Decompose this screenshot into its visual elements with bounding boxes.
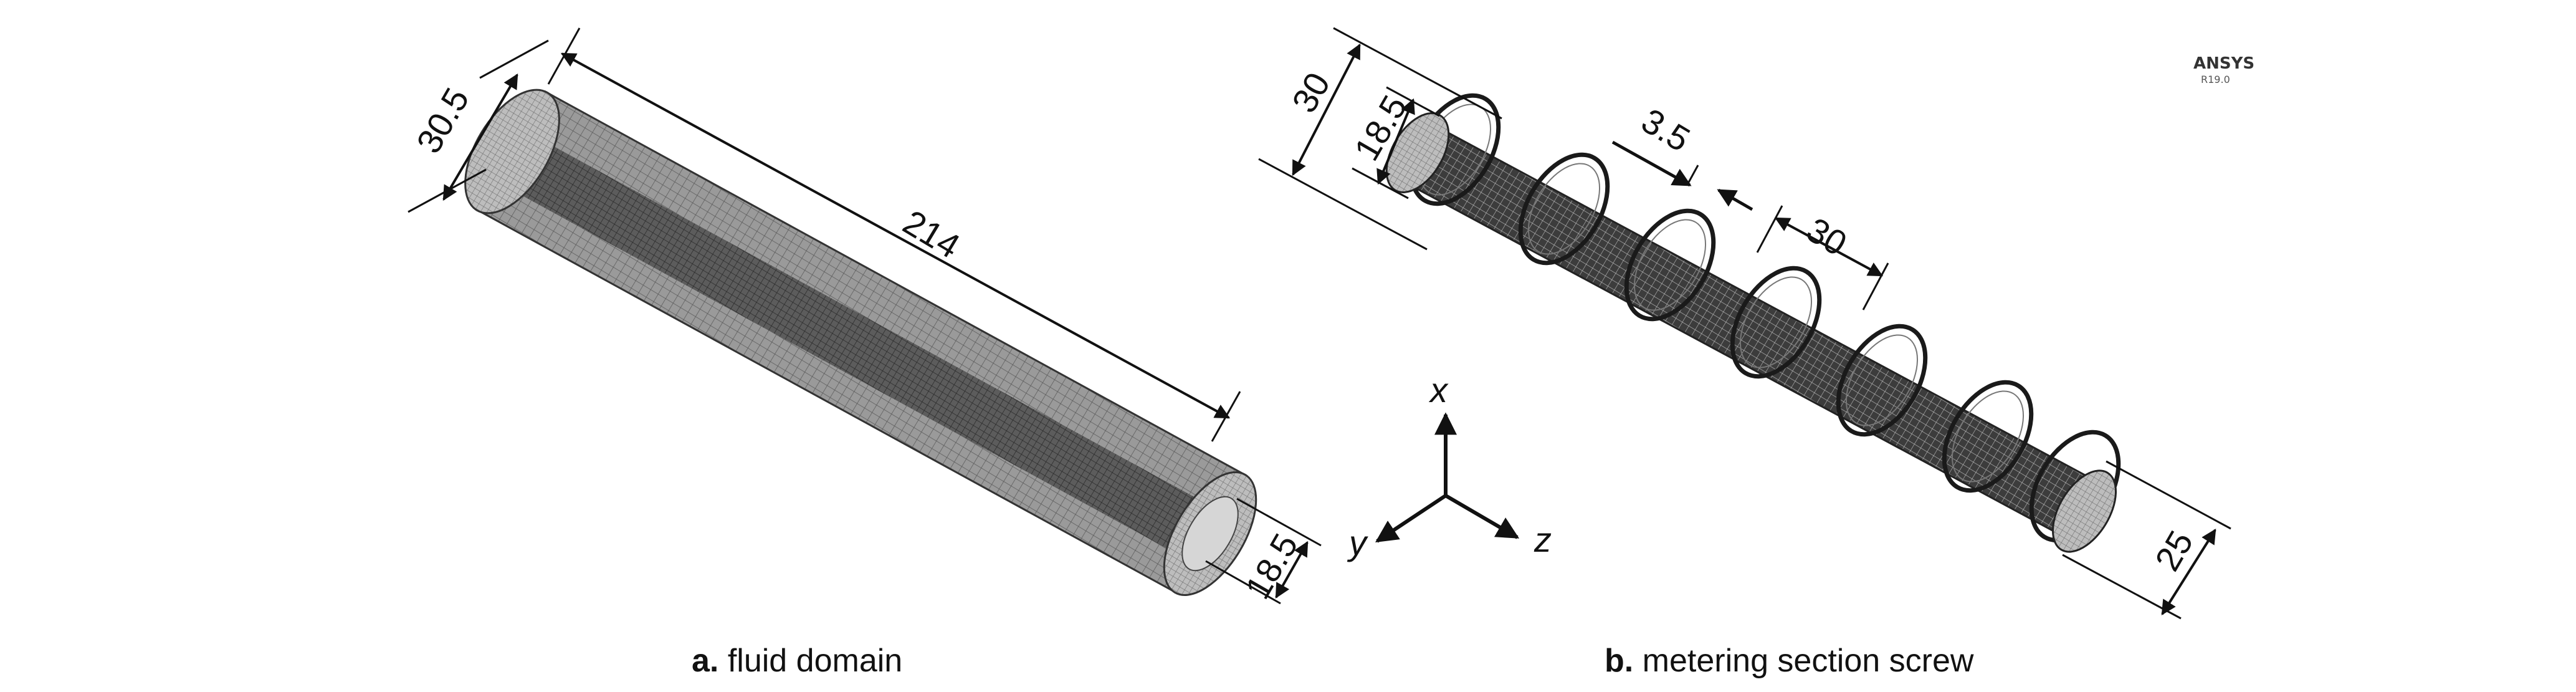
caption-screw: b. metering section screw — [1605, 642, 1973, 680]
label-flight-width: 3.5 — [1635, 100, 1697, 159]
caption-b-text: metering section screw — [1642, 643, 1974, 679]
dimension-flight-width: 3.5 — [1611, 100, 1753, 211]
axis-x-label: x — [1428, 370, 1449, 410]
label-outer-diameter: 30.5 — [409, 81, 477, 160]
caption-a-text: fluid domain — [727, 643, 903, 679]
caption-a-letter: a. — [692, 643, 719, 679]
caption-fluid-domain: a. fluid domain — [692, 642, 902, 680]
axes-triad: x y z — [1347, 370, 1552, 562]
label-screw-outer: 30 — [1284, 66, 1338, 119]
caption-b-letter: b. — [1605, 643, 1634, 679]
ansys-logo: ANSYS R19.0 — [2193, 54, 2254, 85]
screw-shaft — [1400, 123, 2102, 541]
logo-brand: ANSYS — [2193, 54, 2254, 73]
screw-front-end — [2051, 469, 2117, 553]
screw-panel: 30 18.5 3.5 30 25 — [1258, 27, 2254, 620]
fluid-domain-panel: 30.5 214 18.5 — [408, 27, 1322, 605]
axis-y-label: y — [1347, 523, 1368, 562]
axis-z-label: z — [1534, 520, 1552, 559]
screw-flight-outlines — [1418, 103, 2025, 483]
label-screw-end: 25 — [2147, 524, 2201, 577]
label-length: 214 — [897, 202, 967, 266]
dimension-pitch: 30 — [1756, 205, 1889, 310]
fluid-domain-front-bore — [1181, 496, 1239, 572]
logo-version: R19.0 — [2201, 74, 2230, 85]
